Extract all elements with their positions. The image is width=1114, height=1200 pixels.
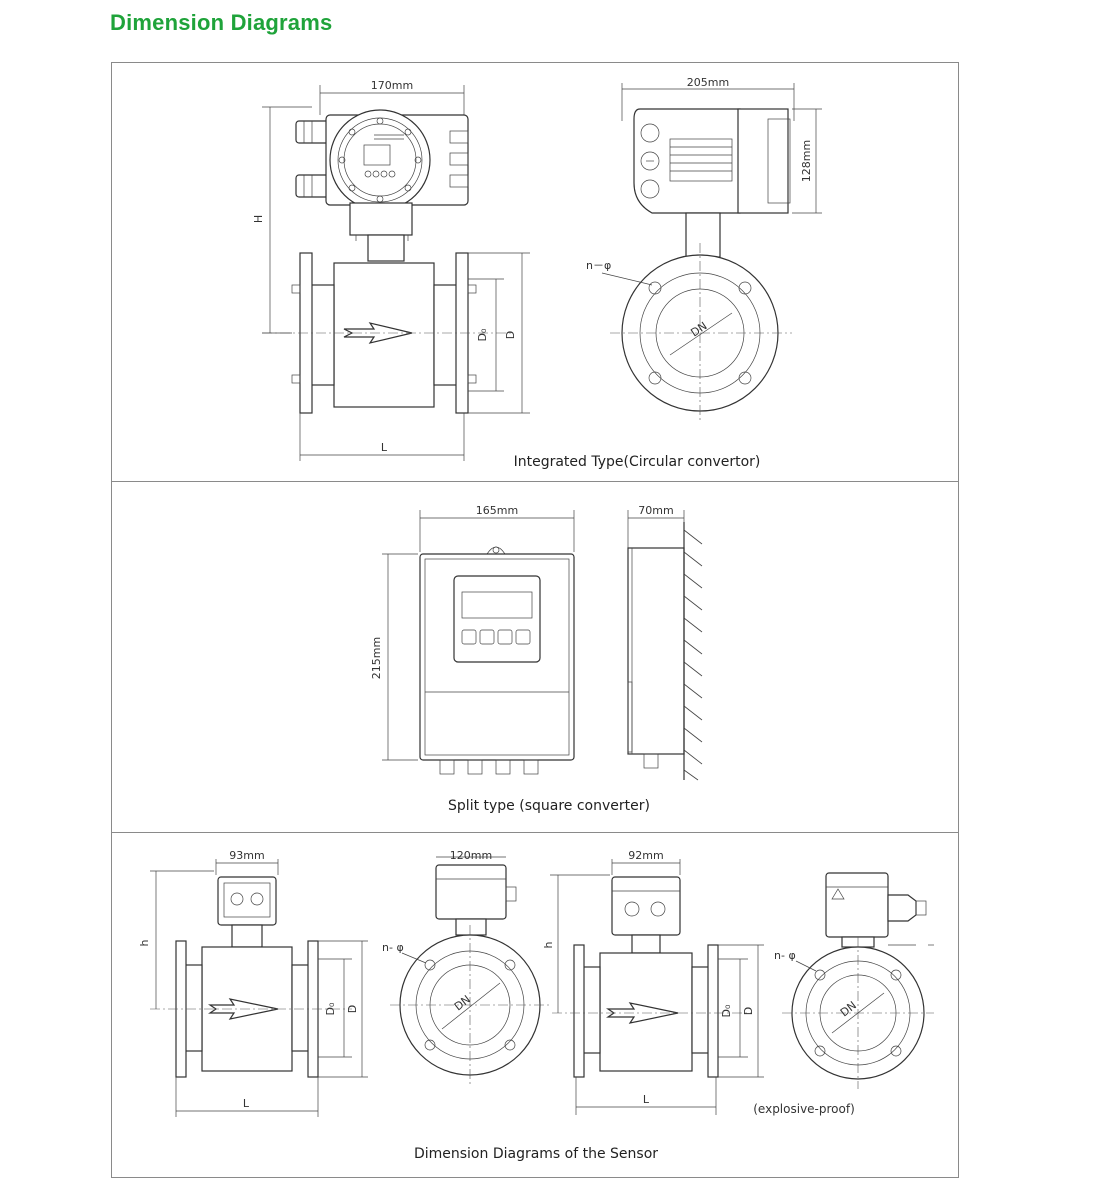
dim-205mm: 205mm	[687, 76, 729, 89]
explosive-proof-note: (explosive-proof)	[753, 1102, 855, 1116]
sensor-3-label-L: L	[643, 1093, 650, 1106]
label-n-phi: n－φ	[586, 259, 611, 272]
split-type-caption: Split type (square converter)	[448, 798, 650, 814]
dim-70mm: 70mm	[638, 504, 673, 517]
sensor-3-label-Do: D₀	[720, 1004, 733, 1017]
sensor-2-label-n-phi: n- φ	[382, 941, 404, 954]
sensor-1-label-L: L	[243, 1097, 250, 1110]
sensor-panel: 93mm h D₀ D L 120mm	[111, 832, 959, 1178]
sensor-3-front-view: 92mm h D₀ D L	[542, 849, 764, 1115]
label-L: L	[381, 441, 388, 454]
wall-hatching	[683, 529, 703, 781]
dim-170mm: 170mm	[371, 79, 413, 92]
integrated-type-panel: 170mm	[111, 62, 959, 482]
label-D: D	[504, 331, 517, 339]
integrated-side-view: 205mm 128mm DN n－φ	[586, 76, 822, 423]
sensor-4-label-n-phi: n- φ	[774, 949, 796, 962]
dim-128mm: 128mm	[800, 140, 813, 182]
dim-165mm: 165mm	[476, 504, 518, 517]
dim-93mm: 93mm	[229, 849, 264, 862]
integrated-front-view: 170mm	[252, 79, 530, 461]
split-type-panel: 165mm 215mm 70mm	[111, 481, 959, 833]
label-Do: D₀	[476, 328, 489, 341]
sensor-3-label-D: D	[742, 1007, 755, 1015]
sensor-2-side-view: 120mm DN n- φ	[382, 849, 550, 1085]
sensor-drawing: 93mm h D₀ D L 120mm	[138, 849, 934, 1162]
page-title: Dimension Diagrams	[110, 10, 333, 35]
sensor-3-label-h: h	[542, 941, 555, 948]
dim-120mm: 120mm	[450, 849, 492, 862]
sensor-1-label-D: D	[346, 1005, 359, 1013]
sensor-1-label-Do: D₀	[324, 1002, 337, 1015]
integrated-type-caption: Integrated Type(Circular convertor)	[514, 454, 761, 470]
sensor-1-label-h: h	[138, 939, 151, 946]
split-side-view: 70mm	[627, 504, 703, 781]
split-front-view: 165mm 215mm	[370, 504, 575, 775]
label-H: H	[252, 215, 265, 223]
dim-215mm: 215mm	[370, 637, 383, 679]
sensor-1-front-view: 93mm h D₀ D L	[138, 849, 368, 1117]
integrated-type-drawing: 170mm	[252, 76, 822, 470]
split-type-drawing: 165mm 215mm 70mm	[370, 504, 703, 814]
sensor-caption: Dimension Diagrams of the Sensor	[414, 1146, 658, 1162]
dim-92mm: 92mm	[628, 849, 663, 862]
sensor-4-explosive-proof-view: DN n- φ (explosive-proof)	[753, 872, 934, 1116]
